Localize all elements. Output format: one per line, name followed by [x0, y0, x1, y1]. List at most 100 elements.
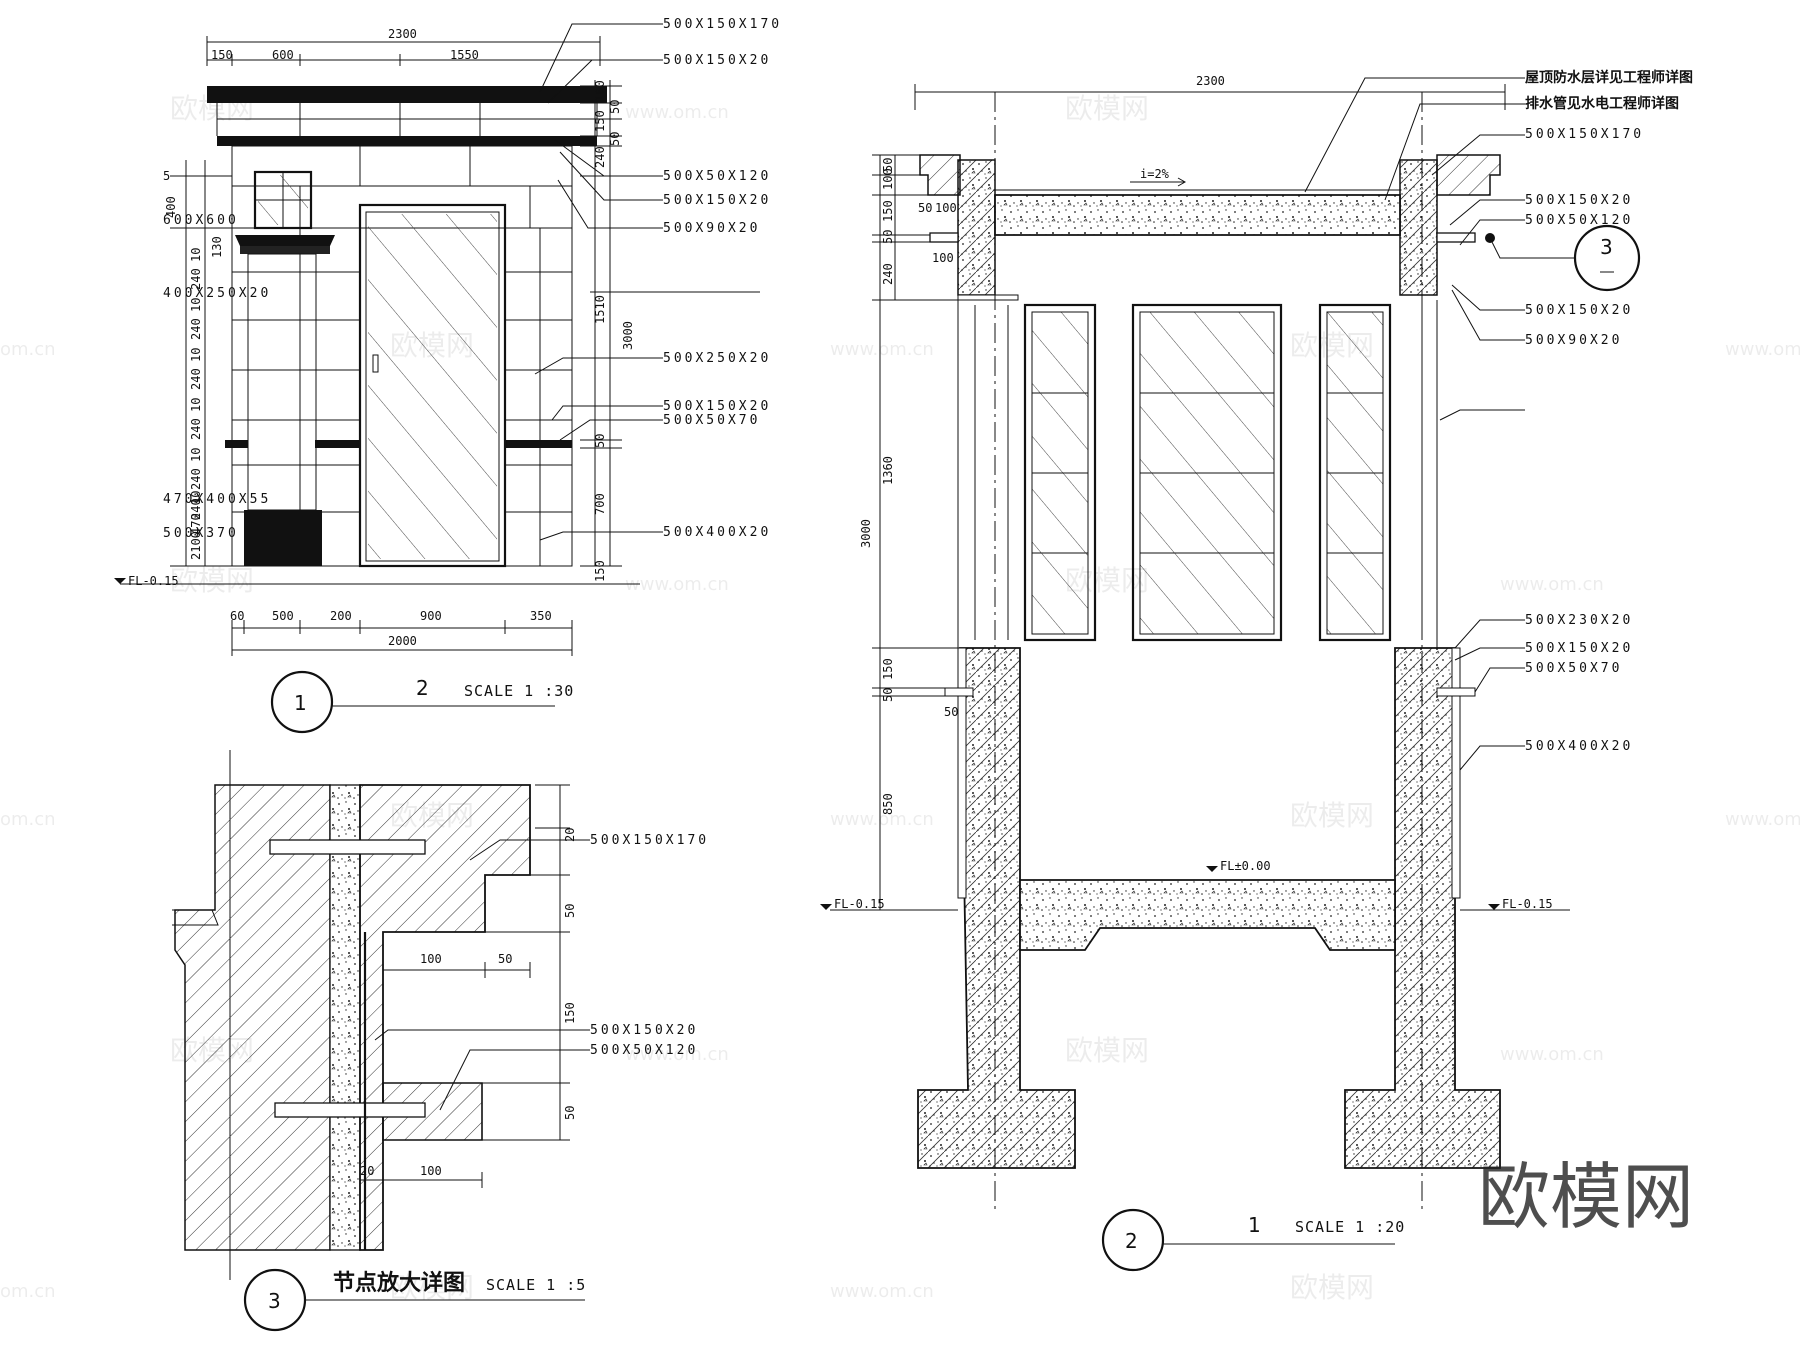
structural-wall	[174, 784, 331, 1251]
dim-section: 1360	[881, 456, 895, 485]
window-left-transoms	[1032, 392, 1088, 554]
dim-left: 10	[189, 448, 203, 462]
window-right-transoms	[1327, 392, 1383, 554]
level-mark-right	[1488, 904, 1500, 910]
dim-left: 10	[189, 398, 203, 412]
material-label: 500X150X20	[663, 399, 771, 414]
dim-right: 50	[608, 132, 622, 146]
left-label: 600X600	[163, 213, 239, 228]
dim-right: 240	[593, 146, 607, 168]
material-label: 500X150X170	[663, 17, 782, 32]
dim-section: 50	[918, 201, 932, 215]
material-label: 500X150X20	[1525, 641, 1633, 656]
coping-slab	[207, 86, 607, 103]
watermark-text: 欧模网	[1290, 1271, 1374, 1304]
dim-section: 50	[881, 158, 895, 172]
dim-left: 10	[189, 348, 203, 362]
material-label: 500X230X20	[1525, 613, 1633, 628]
material-label: 500X50X70	[663, 413, 760, 428]
material-label: 500X90X20	[663, 221, 760, 236]
watermark-url: www.om.cn	[1500, 1044, 1604, 1065]
dim-left: 240	[189, 468, 203, 490]
caption-ref: 2	[416, 676, 429, 700]
caption-circle	[270, 670, 334, 734]
floor-slab	[1019, 879, 1396, 951]
dim-top: 600	[272, 48, 294, 62]
watermark-url: www.om.cn	[625, 1044, 729, 1065]
level-label: FL-0.15	[128, 574, 179, 588]
material-label: 500X50X120	[1525, 213, 1633, 228]
slope-label: i=2%	[1140, 167, 1170, 181]
watermark-text: 欧模网	[390, 1271, 474, 1304]
mortar-joint	[329, 784, 361, 1251]
dim-left: 10	[189, 491, 203, 505]
window-center	[1131, 303, 1283, 642]
dim-right: 50	[593, 434, 607, 448]
material-label: 500X90X20	[1525, 333, 1622, 348]
watermark-url: www.om.cn	[1725, 339, 1800, 360]
note-cn: 排水管见水电工程师详图	[1525, 95, 1679, 112]
dim-right-total: 3000	[621, 321, 635, 350]
dim-section: 50	[944, 705, 958, 719]
left-label: 500X370	[163, 526, 239, 541]
material-label: 500X50X70	[1525, 661, 1622, 676]
dim-left: 400	[164, 196, 178, 218]
column-capital	[235, 235, 335, 246]
watermark-text: 欧模网	[1065, 92, 1149, 125]
dim-right: 50	[608, 100, 622, 114]
detail-dim-bottom	[359, 1172, 483, 1188]
dim-section: 850	[881, 793, 895, 815]
band-right	[505, 440, 572, 448]
section-view: FL-0.15 FL-0.15 FL±0.00 2300 i=2% 50 100…	[820, 69, 1693, 1272]
dim-detail: 50	[563, 1106, 577, 1120]
detail-dim-horizontal	[382, 962, 531, 978]
material-label: 500X50X120	[590, 1043, 698, 1058]
material-label: 500X150X20	[1525, 303, 1633, 318]
right-bracket	[1436, 232, 1476, 243]
dim-bottom-total: 2000	[388, 634, 417, 648]
watermark-url: om.cn	[0, 1281, 56, 1302]
left-bracket	[929, 232, 959, 243]
material-label: 500X150X20	[663, 193, 771, 208]
right-lower-bracket	[1436, 687, 1476, 697]
dim-left: 240	[189, 418, 203, 440]
wall-ledge	[172, 909, 219, 926]
dim-top: 150	[211, 48, 233, 62]
material-label: 500X150X170	[1525, 127, 1644, 142]
dim-top-total: 2300	[388, 27, 417, 41]
dim-left: 130	[210, 236, 224, 258]
bottom-dim-lines	[231, 620, 573, 656]
dim-detail: 20	[563, 828, 577, 842]
glazing-sill	[957, 294, 1019, 301]
dim-detail: 100	[420, 952, 442, 966]
dim-bottom: 350	[530, 609, 552, 623]
left-dim-lines	[170, 160, 248, 567]
window-center-transoms	[1140, 392, 1274, 554]
detail-leaders	[374, 839, 590, 1111]
caption-title: 节点放大详图	[333, 1270, 465, 1296]
section-top-dim-text: 2300	[1196, 74, 1225, 88]
dim-detail: 150	[563, 1002, 577, 1024]
level-mark-floor	[1206, 866, 1218, 872]
watermark-text: 欧模网	[170, 564, 254, 597]
column-plinth	[244, 510, 322, 566]
dim-section: 100	[932, 251, 954, 265]
dim-section: 150	[881, 200, 895, 222]
dim-section: 50	[881, 688, 895, 702]
front-elevation: FL-0.15 2300 150 600 1550 60 500 200 900…	[114, 17, 782, 734]
left-pier-top	[957, 159, 996, 296]
node-detail: 20 50 150 50 100 50 20 100 500X150X170 5…	[172, 750, 706, 1332]
dim-detail: 100	[420, 1164, 442, 1178]
dim-section: 240	[881, 263, 895, 285]
axis-lines	[994, 92, 1423, 1210]
dim-left: 240	[189, 368, 203, 390]
dim-right: 700	[593, 493, 607, 515]
material-label: 500X150X20	[663, 53, 771, 68]
watermark-text: 欧模网	[1065, 1034, 1149, 1067]
dim-section: 100	[935, 201, 957, 215]
left-cladding	[957, 647, 967, 899]
watermark-url: www.om.cn	[625, 102, 729, 123]
dim-bottom: 200	[330, 609, 352, 623]
